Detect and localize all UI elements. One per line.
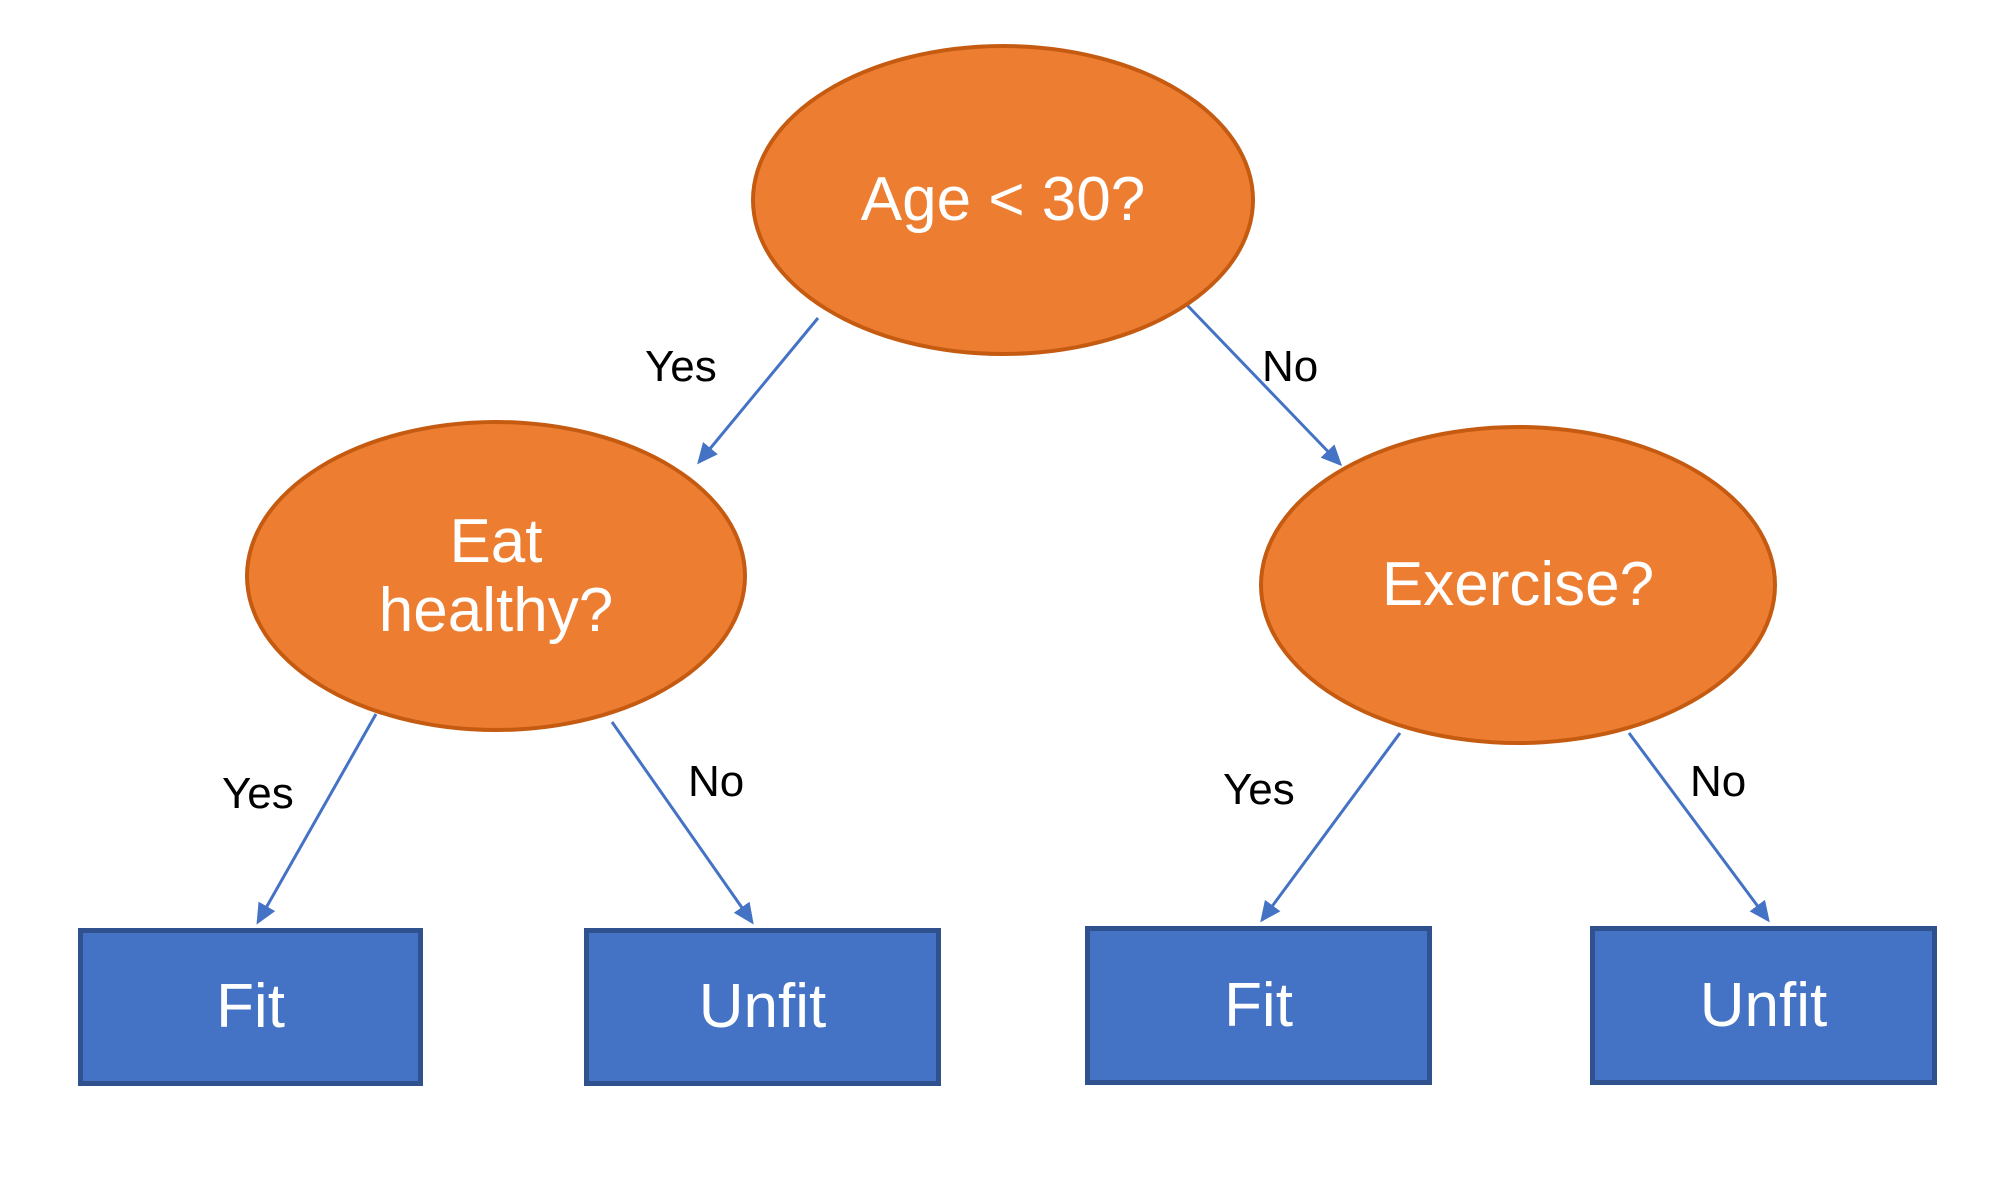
edge-exercise-yes xyxy=(1260,732,1402,923)
node-label: Unfit xyxy=(698,972,827,1042)
node-leaf-fit-1[interactable]: Fit xyxy=(78,928,423,1086)
edge-lines xyxy=(256,303,1770,925)
node-leaf-unfit-2[interactable]: Unfit xyxy=(1590,926,1937,1085)
edge-eat-no xyxy=(610,721,754,925)
node-label: Exercise? xyxy=(1381,550,1655,620)
edge-label-exercise-no: No xyxy=(1690,757,1747,806)
node-eat-healthy[interactable]: Eat healthy? xyxy=(245,420,747,732)
edge-label-root-no: No xyxy=(1262,342,1319,391)
node-root[interactable]: Age < 30? xyxy=(751,44,1255,356)
node-exercise[interactable]: Exercise? xyxy=(1259,425,1777,745)
node-leaf-fit-2[interactable]: Fit xyxy=(1085,926,1432,1085)
edge-root-yes xyxy=(697,317,820,465)
edge-label-eat-no: No xyxy=(688,757,745,806)
node-label: Unfit xyxy=(1699,970,1828,1040)
node-label: Fit xyxy=(216,972,285,1042)
node-label: Eat healthy? xyxy=(378,506,614,645)
node-label: Fit xyxy=(1224,970,1293,1040)
edge-label-root-yes: Yes xyxy=(645,342,717,391)
node-leaf-unfit-1[interactable]: Unfit xyxy=(584,928,941,1086)
edge-exercise-no xyxy=(1627,732,1770,923)
edge-root-no xyxy=(1185,303,1343,467)
node-label: Age < 30? xyxy=(860,165,1146,235)
edge-label-exercise-yes: Yes xyxy=(1223,765,1295,814)
edge-eat-yes xyxy=(256,713,378,925)
edge-label-eat-yes: Yes xyxy=(222,769,294,818)
